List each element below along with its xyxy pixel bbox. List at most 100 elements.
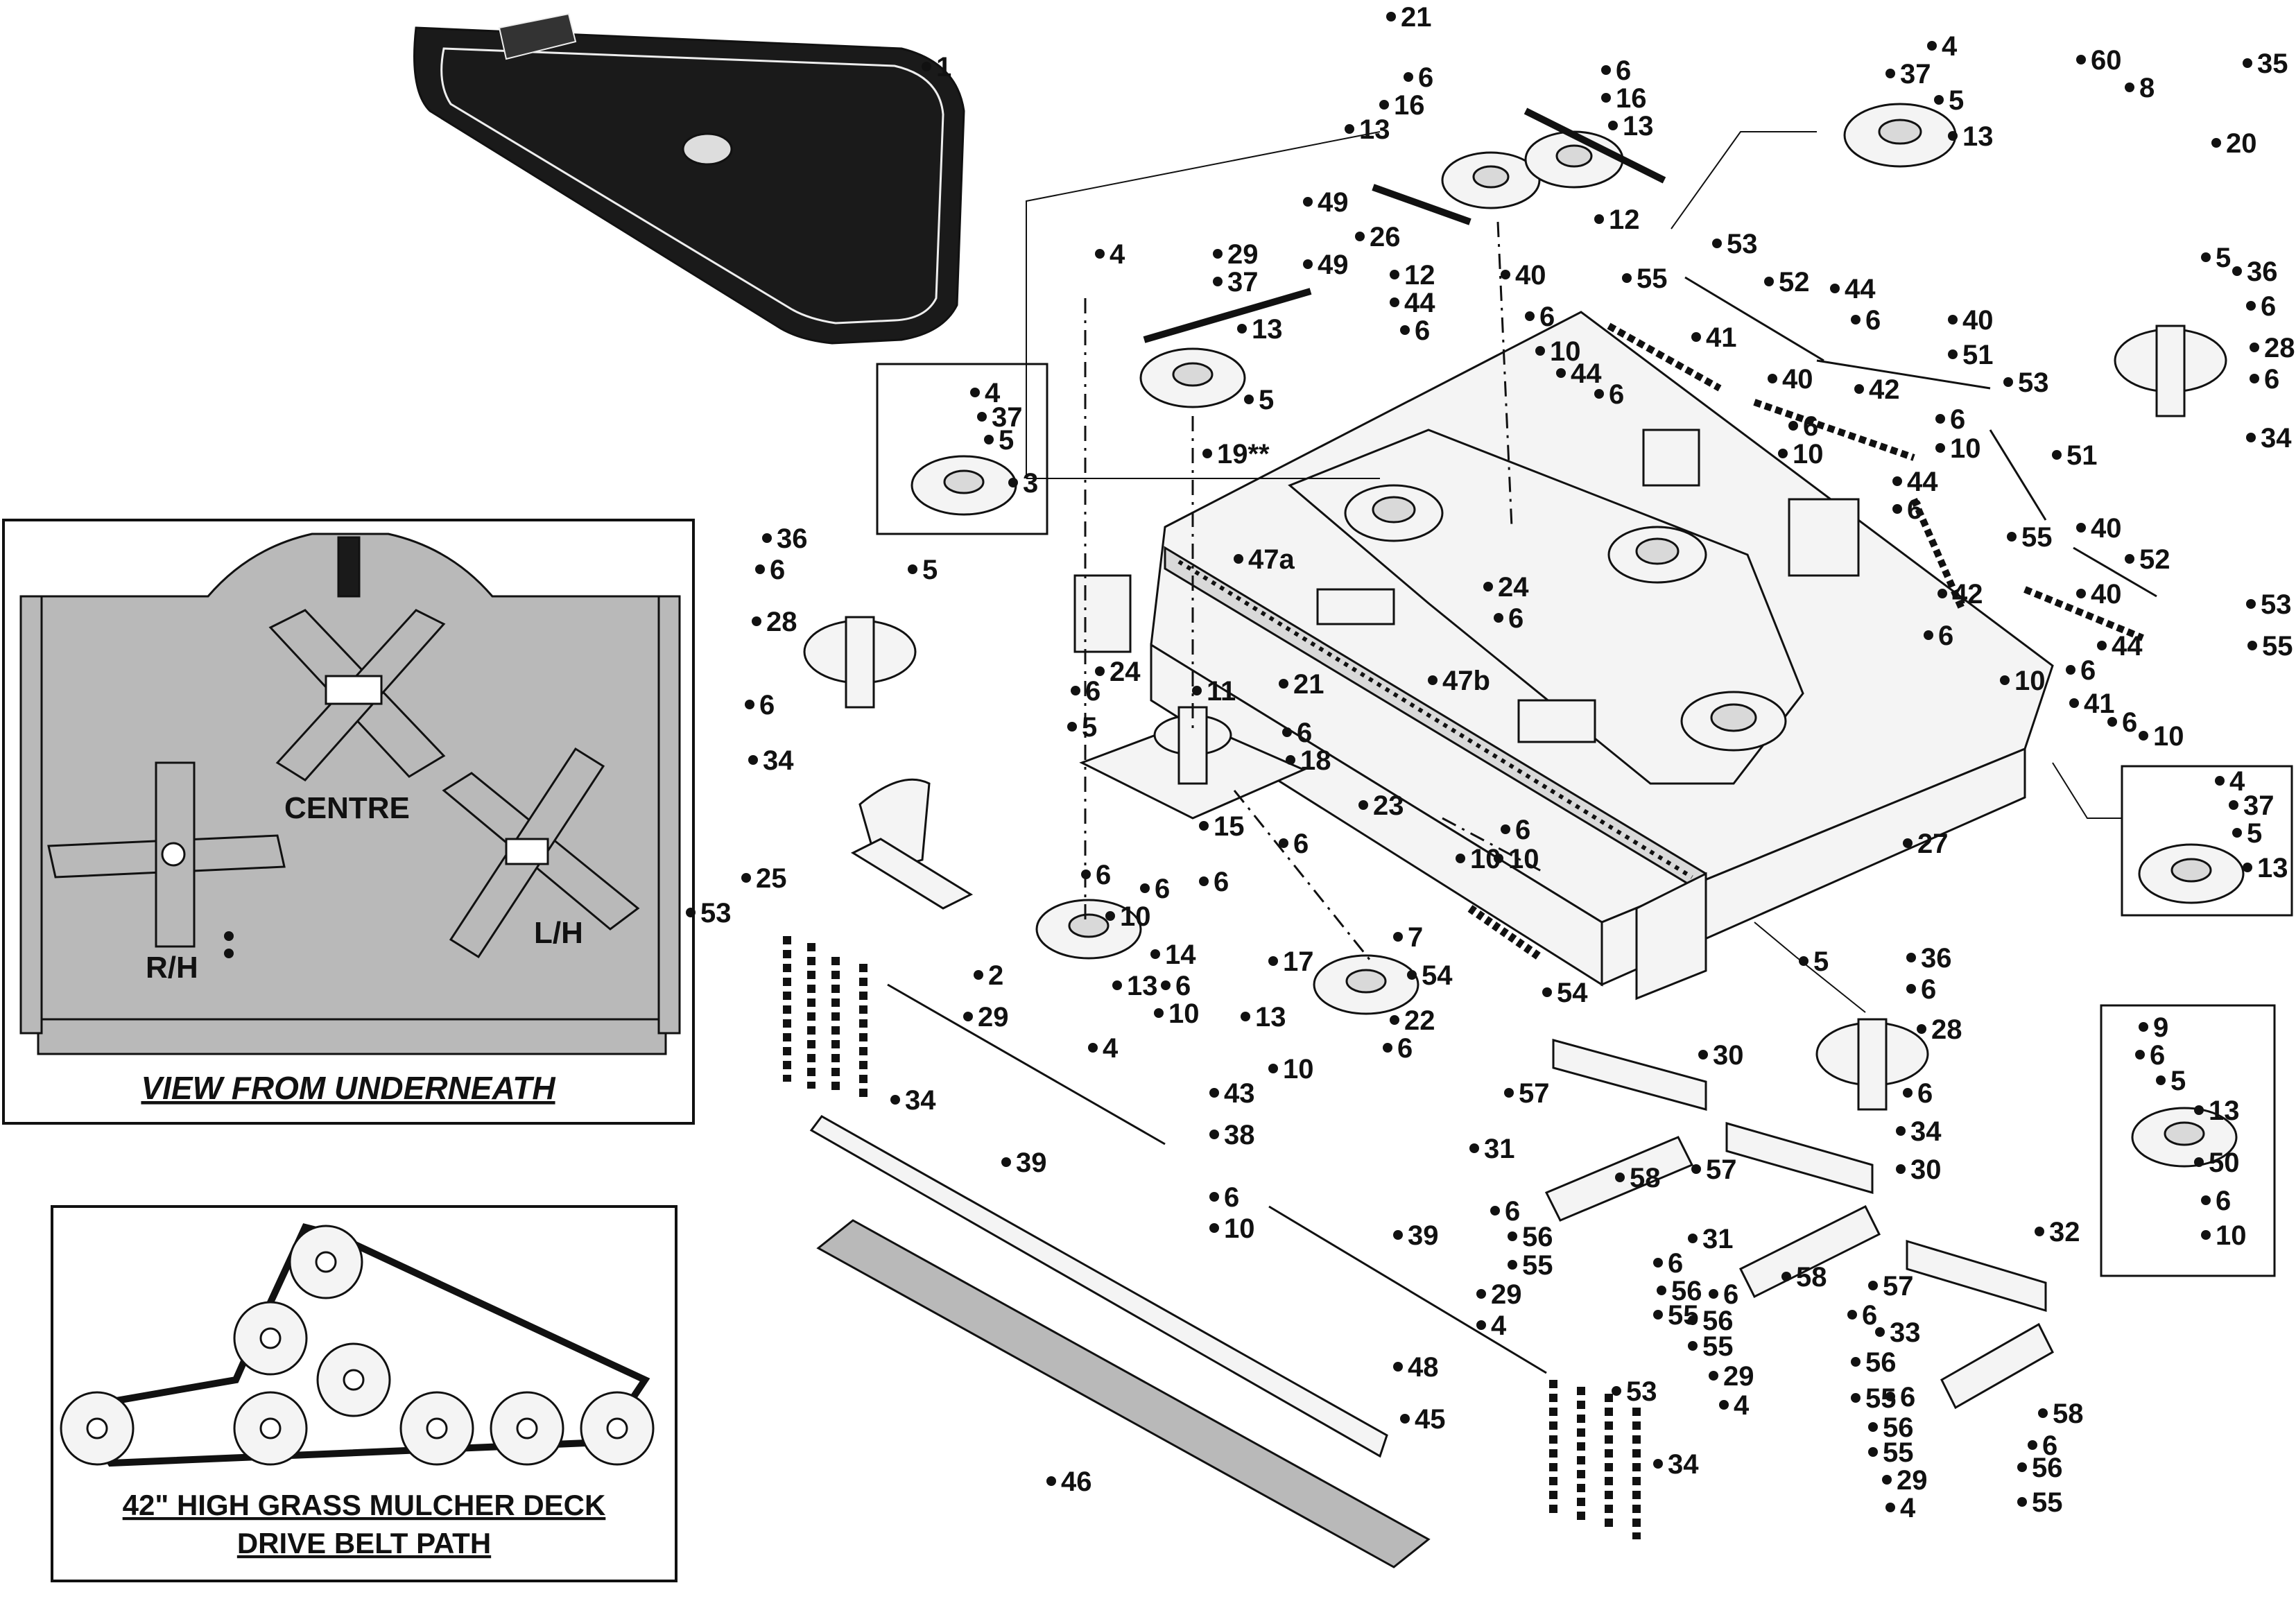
callout-c13g: 13 — [1255, 1002, 1286, 1032]
callout-c47b: 47b — [1442, 666, 1490, 696]
callout-c30a: 30 — [1713, 1040, 1744, 1071]
callout-dot-c10e — [2139, 731, 2148, 741]
callout-c3: 3 — [1023, 468, 1038, 499]
callout-c6w: 6 — [1214, 867, 1229, 897]
callout-dot-c6c — [1400, 325, 1410, 335]
blade-label-rh: R/H — [146, 951, 198, 985]
callout-dot-c56b — [1657, 1286, 1666, 1295]
callout-dot-c60 — [2076, 55, 2086, 64]
callout-c44e: 44 — [2112, 631, 2143, 662]
callout-dot-c6i — [1892, 504, 1902, 514]
callout-c58a: 58 — [1630, 1163, 1661, 1193]
callout-c53c: 53 — [2261, 589, 2292, 620]
callout-c49a: 49 — [1318, 187, 1349, 218]
callout-c8: 8 — [2139, 73, 2155, 103]
callout-c57b: 57 — [1706, 1155, 1737, 1185]
centre-blade — [268, 609, 446, 781]
callout-c6l: 6 — [2122, 707, 2137, 738]
callout-c34e: 34 — [1668, 1449, 1699, 1480]
callout-c6ac: 6 — [1224, 1182, 1239, 1213]
callout-dot-c13h — [2194, 1105, 2204, 1115]
callout-c55h: 55 — [1883, 1437, 1914, 1468]
callout-dot-c6m — [2246, 301, 2256, 311]
callout-c40e: 40 — [2091, 579, 2122, 609]
callout-dot-c10k — [1209, 1223, 1219, 1233]
callout-c6ab: 6 — [1917, 1078, 1933, 1109]
callout-dot-c50 — [2194, 1157, 2204, 1167]
leader-lines — [1026, 131, 2122, 1013]
callout-dot-c4g — [1719, 1400, 1729, 1410]
callout-c10f: 10 — [1508, 844, 1539, 874]
callout-dot-c16b — [1601, 93, 1611, 103]
callout-c6ae: 6 — [2216, 1186, 2231, 1216]
callout-c19: 19** — [1217, 439, 1270, 469]
callout-dot-c39b — [1393, 1230, 1403, 1240]
callout-dot-c21b — [1279, 679, 1288, 689]
callout-dot-c24a — [1483, 582, 1493, 591]
callout-dot-c28c — [1917, 1024, 1926, 1034]
callout-dot-c40c — [1768, 374, 1777, 383]
callout-dot-c31a — [1469, 1143, 1479, 1153]
callout-c4h: 4 — [1900, 1493, 1916, 1523]
callout-dot-c10b — [1778, 449, 1788, 458]
callout-c10l: 10 — [2216, 1220, 2247, 1251]
callout-c34b: 34 — [763, 745, 794, 776]
callout-dot-c55c — [2247, 641, 2257, 650]
callout-dot-c10d — [2000, 675, 2010, 685]
callout-dot-c21a — [1386, 12, 1396, 21]
callout-dot-c5i — [2156, 1075, 2166, 1085]
pulley-detail-box-right — [2121, 765, 2293, 917]
callout-dot-c36c — [1906, 953, 1916, 962]
callout-c24b: 24 — [1110, 657, 1141, 687]
callout-dot-c6q — [1494, 613, 1503, 623]
callout-dot-c6b — [1601, 65, 1611, 75]
callout-dot-c58b — [1781, 1272, 1791, 1281]
callout-dot-c10c — [1935, 443, 1945, 453]
callout-c10i: 10 — [1168, 998, 1200, 1029]
callout-c56b: 56 — [1671, 1276, 1702, 1306]
callout-c56c: 56 — [1702, 1306, 1734, 1336]
callout-c5g: 5 — [2247, 818, 2262, 849]
callout-dot-c35 — [2243, 58, 2252, 68]
blade-label-centre: CENTRE — [284, 791, 410, 825]
callout-dot-c5e — [908, 564, 917, 574]
callout-dot-c58a — [1615, 1173, 1625, 1182]
callout-dot-c2 — [974, 970, 983, 980]
callout-c40c: 40 — [1782, 364, 1813, 395]
callout-dot-c6n — [2250, 374, 2259, 383]
callout-dot-c5a — [1244, 395, 1254, 404]
callout-c5e: 5 — [922, 555, 938, 585]
callout-c12a: 12 — [1609, 205, 1640, 235]
callout-c6p: 6 — [759, 690, 775, 720]
callout-c1: 1 — [936, 52, 951, 83]
callout-dot-c7 — [1393, 932, 1403, 942]
callout-c6aj: 6 — [1900, 1382, 1915, 1412]
callout-dot-c29e — [1882, 1475, 1892, 1485]
callout-dot-c6l — [2107, 717, 2117, 727]
callout-c28a: 28 — [2264, 333, 2295, 363]
callout-dot-c6u — [1279, 838, 1288, 848]
callout-dot-c42b — [1937, 589, 1947, 598]
callout-c44b: 44 — [1845, 274, 1876, 304]
callout-c18: 18 — [1300, 745, 1331, 776]
callout-c37d: 37 — [2243, 790, 2275, 821]
callout-c34c: 34 — [1910, 1116, 1942, 1147]
callout-c29c: 29 — [1491, 1279, 1522, 1310]
callout-dot-c56d — [1851, 1357, 1861, 1367]
callout-c6k: 6 — [2080, 655, 2096, 686]
deck-pulleys-top — [1344, 484, 1787, 752]
callout-c14: 14 — [1165, 940, 1196, 970]
callout-dot-c13g — [1241, 1012, 1250, 1021]
callout-dot-c56a — [1508, 1231, 1517, 1241]
callout-dot-c29d — [1709, 1371, 1718, 1381]
callout-dot-c6w — [1199, 876, 1209, 886]
callout-dot-c53c — [2246, 599, 2256, 609]
callout-dot-c13d — [1948, 131, 1958, 141]
callout-dot-c25 — [741, 873, 751, 883]
callout-c16a: 16 — [1394, 90, 1425, 121]
callout-dot-c6y — [1161, 980, 1171, 990]
callout-dot-c19 — [1202, 449, 1212, 458]
callout-c31a: 31 — [1484, 1134, 1515, 1164]
callout-c4d: 4 — [2229, 766, 2245, 797]
callout-c36a: 36 — [2247, 257, 2278, 287]
